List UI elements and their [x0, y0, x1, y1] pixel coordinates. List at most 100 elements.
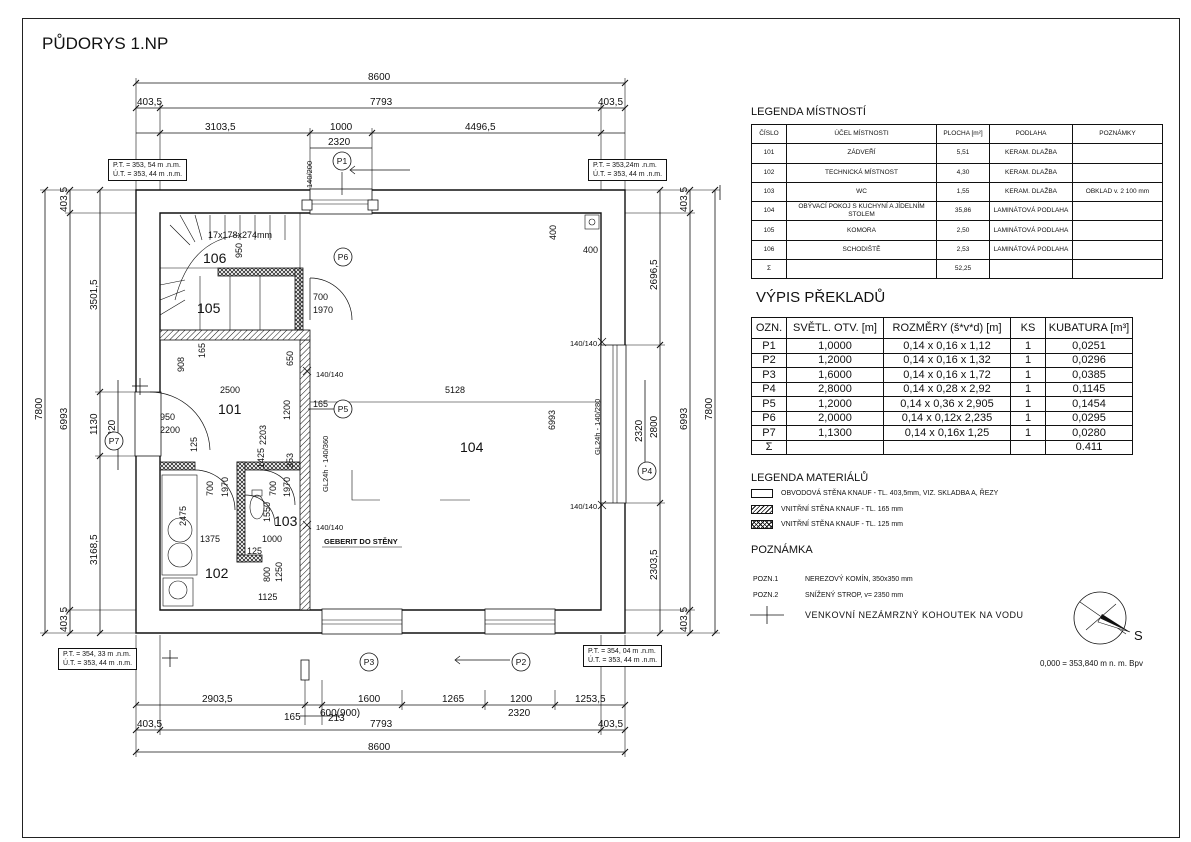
dim-left-seg3: 3168,5 [89, 534, 100, 565]
col-header: ÚČEL MÍSTNOSTI [786, 123, 937, 145]
note-key: POZN.1 [753, 576, 779, 583]
dim-1970-a: 1970 [220, 477, 230, 497]
dim-125: 125 [247, 546, 262, 556]
notes-title: POZNÁMKA [751, 544, 813, 556]
dim-left-seg2: 1130 [89, 413, 100, 435]
dim-left-bottom-wall: 403,5 [59, 607, 70, 632]
table-header-row: ČÍSLO ÚČEL MÍSTNOSTI PLOCHA [m²] PODLAHA… [751, 123, 1163, 145]
dim-stairs: 17x178x274mm [208, 230, 272, 240]
dim-2200: 2200 [160, 425, 180, 435]
window-top [309, 188, 373, 215]
dim-top-inner: 7793 [370, 97, 393, 108]
opening-140-140-a: 140/140 [316, 370, 343, 379]
opening-140-140-d: 140/140 [570, 502, 597, 511]
dim-650: 650 [285, 351, 295, 366]
dim-1970-b: 1970 [282, 477, 292, 497]
room-label-104: 104 [460, 439, 484, 455]
dim-bottom-2320: 2320 [508, 708, 531, 719]
dim-353: 353 [285, 453, 295, 468]
dim-700-a: 700 [205, 481, 215, 496]
dim-bottom-seg5: 1253,5 [575, 694, 606, 705]
dim-left-seg1: 3501,5 [89, 279, 100, 310]
col-header: POZNÁMKY [1072, 123, 1163, 145]
dim-bottom-165: 165 [284, 712, 301, 723]
dim-top-seg3: 4496,5 [465, 122, 496, 133]
gl24-beam-left: GL24h - 140/360 [321, 436, 330, 492]
interior-wall-165 [299, 339, 311, 611]
material-swatch-plain [751, 489, 773, 498]
dim-950: 950 [160, 412, 175, 422]
dim-top-seg2: 1000 [330, 122, 353, 133]
dim-1550: 1550 [262, 502, 272, 522]
dim-700-b: 700 [268, 481, 278, 496]
dim-right-inner: 6993 [679, 407, 690, 430]
window-bottom-left [321, 608, 403, 635]
material-swatch-crosshatch [751, 520, 773, 529]
lintel-mark-p3: P3 [364, 657, 375, 667]
dim-6993: 6993 [547, 410, 557, 430]
page-title: PŮDORYS 1.NP [42, 34, 169, 53]
dim-right-seg3: 2303,5 [649, 549, 660, 580]
lintel-mark-p2: P2 [516, 657, 527, 667]
room-label-102: 102 [205, 565, 229, 581]
note-text: NEREZOVÝ KOMÍN, 350x350 mm [805, 576, 913, 583]
room-label-103: 103 [274, 513, 298, 529]
door-swing-105 [309, 277, 353, 321]
dim-bottom-seg3: 1265 [442, 694, 465, 705]
lintel-mark-p6: P6 [338, 252, 349, 262]
dim-1125: 1125 [258, 592, 277, 602]
dim-2500: 2500 [220, 385, 240, 395]
material-row: OBVODOVÁ STĚNA KNAUF - TL. 403,5mm, VIZ.… [751, 489, 998, 498]
dim-1000: 1000 [262, 534, 282, 544]
dim-800: 800 [262, 567, 272, 582]
dim-950-b: 950 [234, 243, 244, 258]
dim-top-right-wall: 403,5 [598, 97, 623, 108]
materials-title: LEGENDA MATERIÁLŮ [751, 472, 869, 484]
faucet-legend-label: VENKOVNÍ NEZÁMRZNÝ KOHOUTEK NA VODU [805, 610, 1024, 620]
dim-400-a: 400 [548, 225, 558, 240]
drawing-sheet-border [22, 18, 1180, 838]
dim-right-total: 7800 [704, 397, 715, 420]
datum-label: 0,000 = 353,840 m n. m. Bpv [1040, 659, 1143, 668]
dim-bottom-seg2: 1600 [358, 694, 381, 705]
dim-1250: 1250 [274, 562, 284, 582]
dim-bottom-seg1: 2903,5 [202, 694, 233, 705]
elevation-box-top-right: P.T. = 353,24m .n.m. Ú.T. = 353, 44 m .n… [588, 159, 668, 181]
dim-bottom-inner: 7793 [370, 719, 393, 730]
dim-1425: 1425 [256, 448, 266, 468]
elevation-box-top-left: P.T. = 353, 54 m .n.m. Ú.T. = 353, 44 m … [108, 159, 188, 181]
col-header: ČÍSLO [751, 123, 787, 145]
dim-1970-c: 1970 [313, 305, 333, 315]
dim-right-2320: 2320 [634, 419, 645, 442]
dim-left-total: 7800 [34, 397, 45, 420]
dim-top-left-wall: 403,5 [137, 97, 162, 108]
lintel-mark-p7: P7 [109, 436, 120, 446]
dim-left-top-wall: 403,5 [59, 187, 70, 212]
dim-908: 908 [176, 357, 186, 372]
lintels-title: VÝPIS PŘEKLADŮ [756, 289, 886, 306]
material-row: VNITŘNÍ STĚNA KNAUF - TL. 125 mm [751, 520, 903, 529]
faucet-symbol-icon [750, 606, 784, 624]
dim-top-total: 8600 [368, 72, 391, 83]
dim-right-bottom-wall: 403,5 [679, 607, 690, 632]
room-label-105: 105 [197, 300, 221, 316]
table-header-row: OZN. SVĚTL. OTV. [m] ROZMĚRY (š*v*d) [m]… [751, 317, 1133, 339]
rooms-legend-table: ČÍSLO ÚČEL MÍSTNOSTI PLOCHA [m²] PODLAHA… [751, 123, 1163, 280]
opening-140-140-b: 140/140 [316, 523, 343, 532]
dim-bottom-left-wall: 403,5 [137, 719, 162, 730]
north-arrow-icon: S [1073, 591, 1143, 645]
opening-140-140-c: 140/140 [570, 339, 597, 348]
material-swatch-hatch [751, 505, 773, 514]
gl24-beam-right: GL24h - 140/280 [593, 399, 602, 455]
dim-bottom-right-wall: 403,5 [598, 719, 623, 730]
